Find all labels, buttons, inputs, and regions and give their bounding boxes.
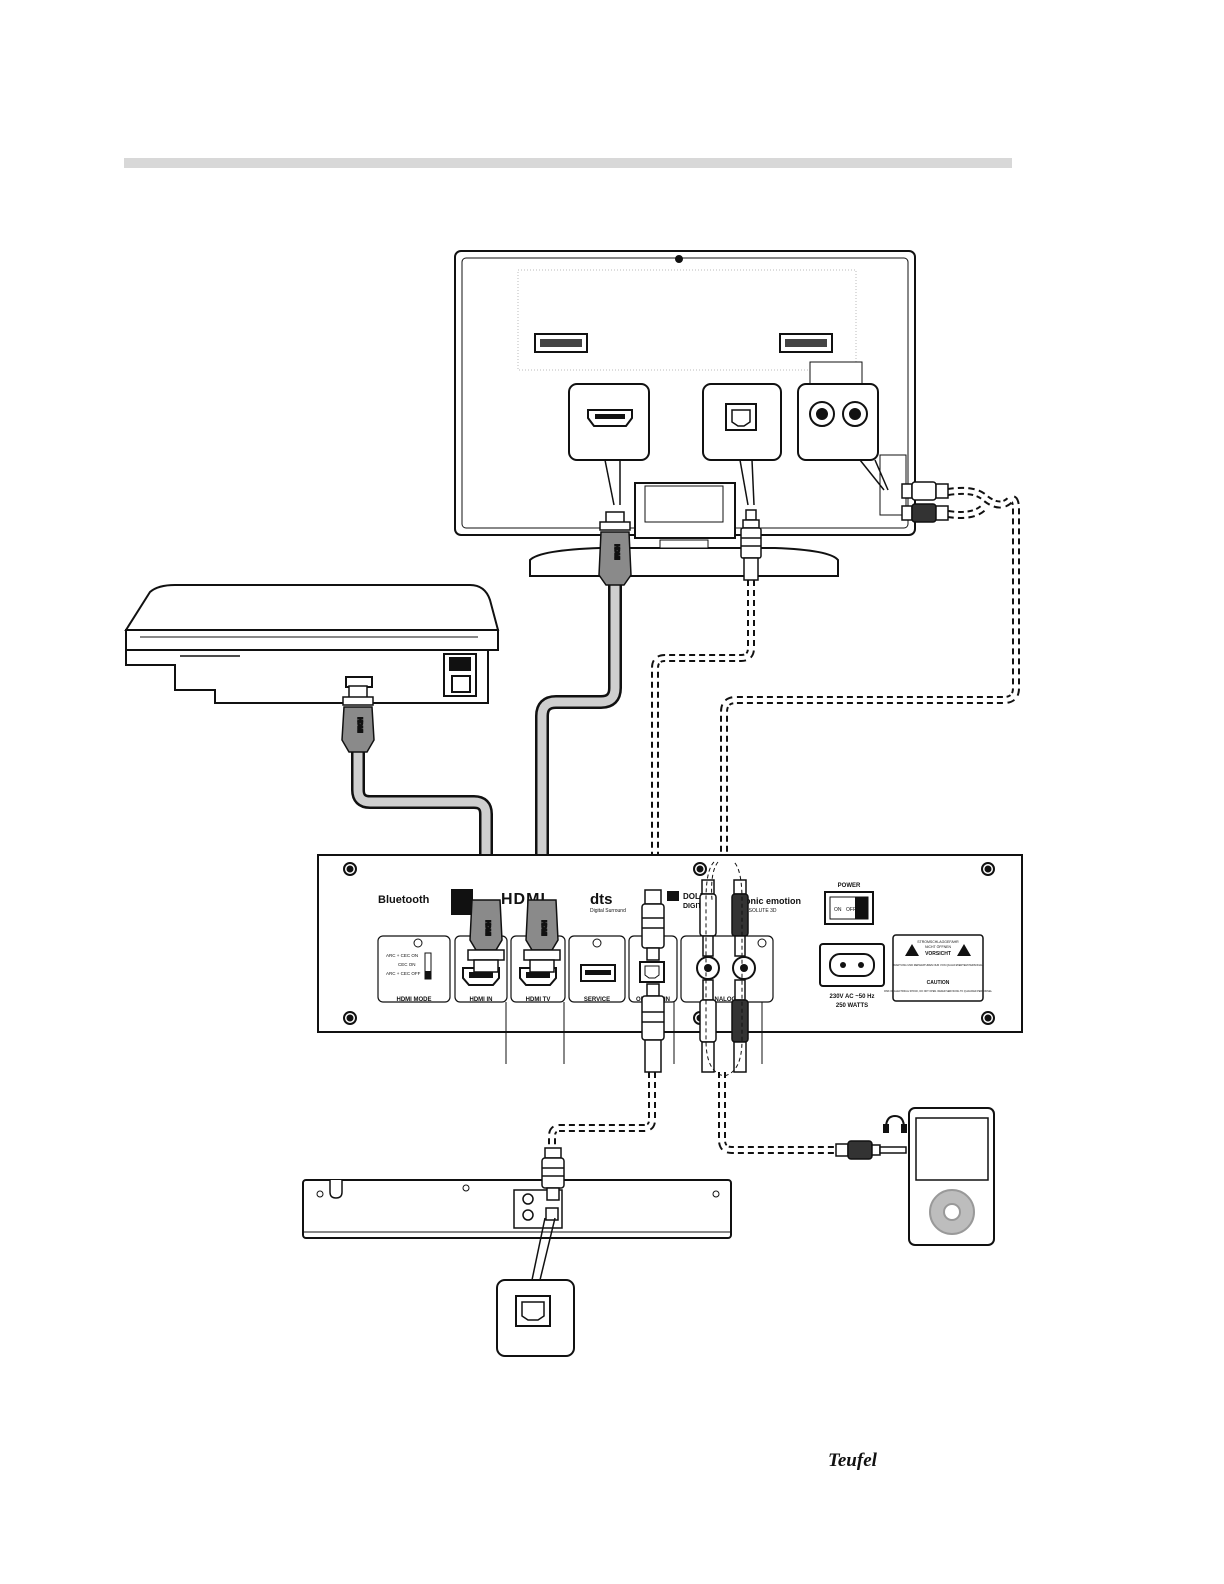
- dolby-sub: DIGITAL: [683, 903, 711, 910]
- service-label: SERVICE: [584, 997, 610, 1003]
- optical-plug-soundbar-bottom: [641, 983, 665, 1073]
- port-callout-lines: [505, 1002, 763, 1064]
- tv-rca-callout: [797, 383, 889, 491]
- warning-line1: STROMSCHLAGGEFAHR: [917, 940, 959, 944]
- rca-cable-tv: [720, 486, 1020, 862]
- brand-logo: Teufel: [828, 1450, 877, 1471]
- arc-cec-logo: [451, 889, 473, 915]
- service-usb-port[interactable]: SERVICE: [580, 938, 616, 1003]
- dolby-logo: DOLBY: [683, 892, 712, 901]
- player-optical-callout: [496, 1217, 575, 1357]
- analog-in-ports[interactable]: ANALOG IN: [696, 938, 767, 1003]
- logos-row: Bluetooth HDMI dts Digital Surround DOLB…: [378, 889, 801, 915]
- hdmi-plug-console-label: HDMI: [356, 717, 362, 733]
- tv-rca-plugs: [901, 481, 949, 523]
- dolby-icon: [667, 891, 679, 901]
- power-on-label: ON: [834, 907, 842, 913]
- power-label: POWER: [838, 883, 861, 889]
- hdmi-cable-console: [351, 750, 493, 900]
- hdmi-mode-label: HDMI MODE: [397, 997, 432, 1003]
- warning-caution: CAUTION: [927, 980, 950, 986]
- hdmi-plug-soundbar-in: HDMI: [467, 899, 505, 973]
- hdmi-plug-soundbar-tv: HDMI: [523, 899, 561, 973]
- optical-plug-soundbar-top: [641, 889, 665, 961]
- warning-en-text: RISK OF ELECTRICAL SHOCK, DO NOT OPEN. R…: [884, 990, 993, 993]
- hdmi-plug-console: HDMI: [341, 685, 375, 753]
- power-switch[interactable]: POWER ON OFF: [824, 883, 874, 925]
- hdmi-plug-in-label: HDMI: [484, 920, 490, 936]
- hdmi-plug-tv: HDMI: [598, 511, 632, 586]
- tv-hdmi-callout: [568, 383, 650, 506]
- analog-in-label: ANALOG IN: [710, 997, 744, 1003]
- hdmi-tv-label: HDMI TV: [526, 997, 551, 1003]
- warning-vorsicht: VORSICHT: [925, 951, 951, 957]
- header-bar: [124, 158, 1012, 168]
- hdmi-plug-tv-label: HDMI: [613, 544, 619, 560]
- rca-cable-mp3: [718, 1072, 836, 1154]
- power-socket: 230V AC ~50 Hz 250 WATTS: [819, 943, 885, 1009]
- dts-sub: Digital Surround: [590, 908, 626, 914]
- hdmi-plug-tv-sb-label: HDMI: [540, 920, 546, 936]
- power-rating-2: 250 WATTS: [836, 1003, 868, 1009]
- warning-de-text: WARTUNG UND REPARATUREN NUR VON QUALIFIZ…: [893, 963, 983, 967]
- warning-label: STROMSCHLAGGEFAHR NICHT ÖFFNEN VORSICHT …: [884, 934, 993, 1002]
- rca-plugs-soundbar-top: [699, 879, 749, 957]
- hdmi-mode-opt3: ARC + CEC OFF: [386, 971, 421, 976]
- optical-cable-player: [548, 1072, 656, 1150]
- hdmi-cable-tv: [535, 580, 622, 900]
- headphone-icon: [883, 1114, 907, 1133]
- sonic-emotion-sub: ABSOLUTE 3D: [742, 908, 777, 914]
- power-rating-1: 230V AC ~50 Hz: [830, 994, 875, 1000]
- power-off-label: OFF: [846, 907, 856, 913]
- hdmi-mode-opt2: CEC ON: [398, 962, 416, 967]
- port-sections: [377, 935, 774, 1003]
- optical-plug-player: [541, 1147, 565, 1201]
- mp3-player: [908, 1107, 995, 1246]
- optical-cable-tv: [651, 580, 755, 890]
- bluetooth-logo: Bluetooth: [378, 894, 430, 906]
- jack-plug: [835, 1140, 907, 1160]
- dvd-player: [302, 1179, 732, 1239]
- dts-logo: dts: [590, 891, 613, 908]
- hdmi-mode-opt1: ARC + CEC ON: [386, 953, 418, 958]
- hdmi-mode-switch[interactable]: ARC + CEC ON CEC ON ARC + CEC OFF HDMI M…: [386, 938, 432, 1003]
- tv-optical-callout: [702, 383, 782, 506]
- hdmi-in-label: HDMI IN: [470, 997, 493, 1003]
- game-console: [124, 584, 500, 704]
- rca-bundle-outline: [705, 861, 743, 1077]
- rca-plugs-soundbar-bottom: [699, 979, 749, 1073]
- sonic-emotion-logo: sonic emotion: [740, 896, 801, 906]
- warning-line2: NICHT ÖFFNEN: [925, 945, 951, 949]
- optical-plug-tv: [740, 509, 762, 581]
